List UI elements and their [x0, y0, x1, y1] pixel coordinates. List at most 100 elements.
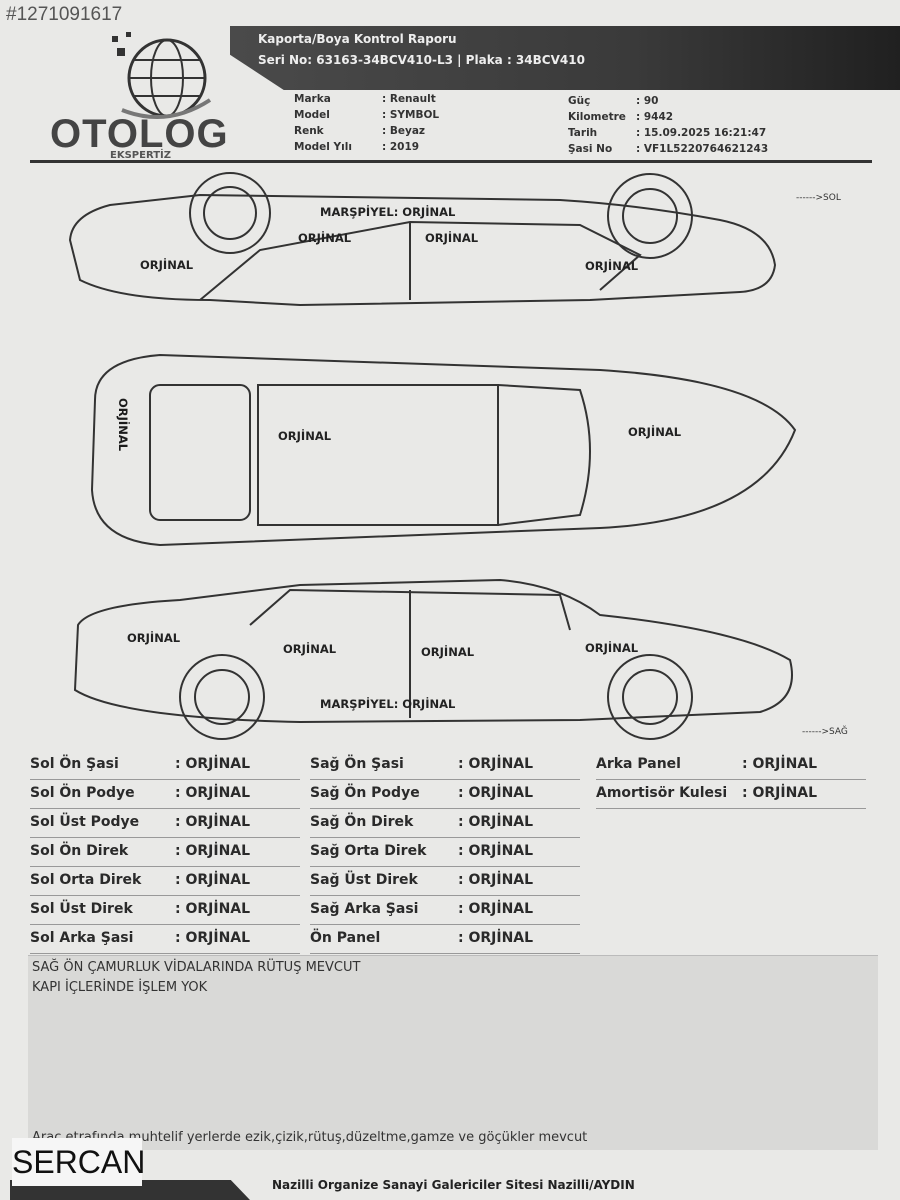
row-divider — [30, 895, 300, 896]
info-key: Kilometre — [568, 111, 626, 123]
row-divider — [310, 779, 580, 780]
check-label: Sol Ön Podye — [30, 785, 135, 801]
left-wheel-icons — [189, 172, 693, 259]
check-label: Arka Panel — [596, 756, 681, 772]
info-value: : SYMBOL — [382, 109, 440, 121]
row-divider — [30, 779, 300, 780]
globe-logo-icon — [112, 32, 212, 120]
general-note: Araç etrafında muhtelif yerlerde ezik,çi… — [32, 1130, 588, 1145]
left-marspiyel-label: MARŞPİYEL: ORJİNAL — [320, 205, 456, 219]
footer-address: Nazilli Organize Sanayi Galericiler Site… — [272, 1178, 635, 1192]
row-divider — [310, 808, 580, 809]
check-value: : ORJİNAL — [458, 901, 534, 917]
sag-direction-arrow: ------>SAĞ — [802, 727, 848, 737]
check-label: Sağ Ön Podye — [310, 785, 420, 801]
left-rear-door-label: ORJİNAL — [298, 231, 352, 245]
check-value: : ORJİNAL — [175, 930, 251, 946]
check-value: : ORJİNAL — [175, 756, 251, 772]
check-value: : ORJİNAL — [175, 872, 251, 888]
left-side-car-outline — [68, 193, 777, 307]
header-divider — [30, 160, 872, 163]
left-front-fender-label: ORJİNAL — [585, 259, 639, 273]
otolog-logo: OTOLOG — [50, 112, 229, 156]
row-divider — [30, 866, 300, 867]
row-divider — [310, 895, 580, 896]
logo-subtitle: EKSPERTİZ — [110, 150, 171, 161]
row-divider — [310, 924, 580, 925]
note-line-2: KAPI İÇLERİNDE İŞLEM YOK — [32, 980, 208, 995]
check-value: : ORJİNAL — [458, 872, 534, 888]
info-key: Şasi No — [568, 143, 613, 155]
info-value: : 9442 — [636, 111, 674, 123]
row-divider — [310, 837, 580, 838]
sol-direction-arrow: ------>SOL — [796, 193, 841, 203]
left-rear-fender-label: ORJİNAL — [140, 258, 194, 272]
report-header-band: Kaporta/Boya Kontrol Raporu Seri No: 631… — [230, 26, 900, 90]
check-label: Sol Arka Şasi — [30, 930, 134, 946]
check-label: Sağ Üst Direk — [310, 872, 418, 888]
check-value: : ORJİNAL — [175, 785, 251, 801]
hood-label: ORJİNAL — [628, 425, 682, 439]
right-side-car-outline — [73, 578, 793, 724]
row-divider — [310, 866, 580, 867]
row-divider — [30, 953, 300, 954]
check-value: : ORJİNAL — [458, 814, 534, 830]
row-divider — [30, 808, 300, 809]
check-label: Amortisör Kulesi — [596, 785, 728, 801]
listing-id-watermark: #1271091617 — [6, 4, 123, 25]
check-label: Sol Ön Direk — [30, 843, 129, 859]
check-value: : ORJİNAL — [458, 785, 534, 801]
check-value: : ORJİNAL — [742, 785, 818, 801]
info-value: : 15.09.2025 16:21:47 — [636, 127, 767, 139]
note-line-1: SAĞ ÖN ÇAMURLUK VİDALARINDA RÜTUŞ MEVCUT — [32, 960, 361, 975]
notes-box: SAĞ ÖN ÇAMURLUK VİDALARINDA RÜTUŞ MEVCUT… — [28, 955, 878, 1150]
row-divider — [30, 837, 300, 838]
row-divider — [310, 953, 580, 954]
right-wheel-icons — [179, 654, 693, 740]
right-front-door-label: ORJİNAL — [421, 645, 475, 659]
check-label: Sağ Ön Direk — [310, 814, 414, 830]
right-front-fender-label: ORJİNAL — [585, 641, 639, 655]
check-value: : ORJİNAL — [458, 756, 534, 772]
check-value: : ORJİNAL — [458, 930, 534, 946]
check-value: : ORJİNAL — [175, 901, 251, 917]
info-value: : VF1L5220764621243 — [636, 143, 769, 155]
roof-label: ORJİNAL — [278, 429, 332, 443]
trunk-label: ORJİNAL — [116, 398, 130, 452]
check-label: Ön Panel — [310, 930, 381, 946]
right-marspiyel-label: MARŞPİYEL: ORJİNAL — [320, 697, 456, 711]
check-value: : ORJİNAL — [458, 843, 534, 859]
info-key: Marka — [294, 93, 331, 105]
vehicle-info-left: Marka : Renault Model : SYMBOL Renk : Beyaz… — [294, 91, 439, 155]
right-rear-fender-label: ORJİNAL — [127, 631, 181, 645]
report-title: Kaporta/Boya Kontrol Raporu — [258, 32, 457, 46]
check-value: : ORJİNAL — [175, 814, 251, 830]
row-divider — [30, 924, 300, 925]
vehicle-info-right: Güç : 90 Kilometre : 9442 Tarih : 15.09.202… — [568, 93, 768, 157]
check-label: Sağ Ön Şasi — [310, 756, 404, 772]
sercan-stamp: SERCAN — [12, 1138, 145, 1186]
check-value: : ORJİNAL — [742, 756, 818, 772]
check-label: Sağ Arka Şasi — [310, 901, 419, 917]
check-label: Sol Orta Direk — [30, 872, 142, 888]
check-label: Sol Üst Direk — [30, 901, 133, 917]
check-label: Sağ Orta Direk — [310, 843, 427, 859]
info-key: Model — [294, 109, 330, 121]
info-value: : 2019 — [382, 141, 420, 153]
check-label: Sol Ön Şasi — [30, 756, 119, 772]
serial-plate-line: Seri No: 63163-34BCV410-L3 | Plaka : 34B… — [258, 53, 585, 67]
info-key: Renk — [294, 125, 324, 137]
row-divider — [596, 779, 866, 780]
info-value: : Renault — [382, 93, 436, 105]
info-value: : 90 — [636, 95, 659, 107]
info-key: Güç — [568, 95, 591, 107]
info-key: Model Yılı — [294, 141, 352, 153]
right-rear-door-label: ORJİNAL — [283, 642, 337, 656]
row-divider — [596, 808, 866, 809]
check-label: Sol Üst Podye — [30, 814, 140, 830]
check-value: : ORJİNAL — [175, 843, 251, 859]
info-value: : Beyaz — [382, 125, 426, 137]
top-view-car-outline — [90, 353, 797, 547]
info-key: Tarih — [568, 127, 598, 139]
car-diagram — [68, 172, 797, 740]
